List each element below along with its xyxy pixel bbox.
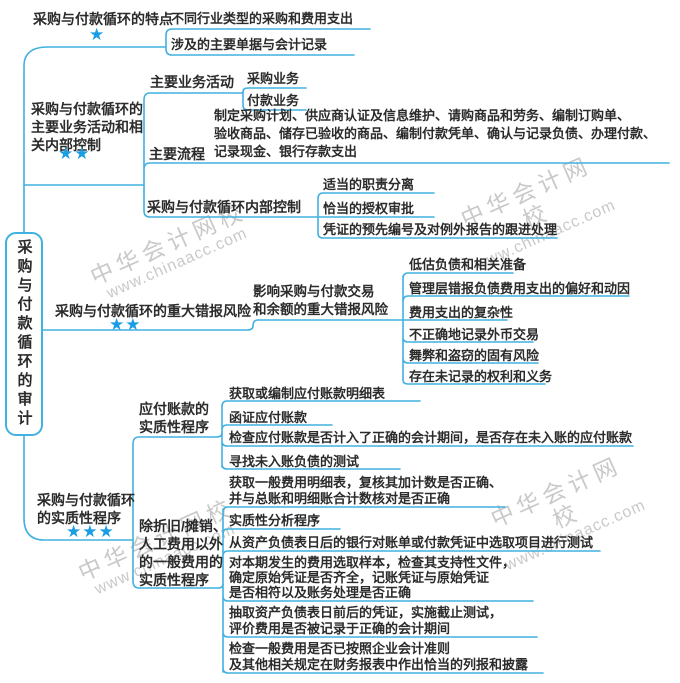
node-internal-control: 采购与付款循环内部控制 (147, 199, 301, 215)
priority-star-icon: ★★ (109, 315, 142, 334)
node-expenses-item: 及其他相关规定在财务报表中作出恰当的列报和披露 (229, 657, 529, 672)
node-expenses-line4: 实质性程序 (139, 572, 209, 588)
connector-branch3-line (39, 319, 508, 331)
node-expenses-line1: 除折旧/摊销、 (139, 518, 227, 534)
node-activities-line3: 关内部控制 (31, 137, 101, 153)
node-substantive-line2: 的实质性程序 (37, 510, 121, 526)
node-risk-item: 存在未记录的权利和义务 (409, 369, 553, 384)
node-risk-item: 管理层错报负债费用支出的偏好和动因 (409, 281, 631, 296)
node-payables-line1: 应付账款的 (139, 401, 209, 417)
connector-payables-children (221, 400, 634, 470)
priority-star-icon: ★ (89, 25, 106, 44)
node-control-item: 适当的职责分离 (323, 177, 415, 192)
connector-risk-bracket (402, 272, 630, 385)
node-risk-item: 费用支出的复杂性 (409, 305, 514, 320)
node-expenses-item: 确定原始凭证是否齐全，记账凭证与原始凭证 (229, 570, 490, 585)
node-expenses-item: 实质性分析程序 (229, 513, 321, 528)
node-risk-impact-line1: 影响采购与付款交易 (253, 284, 375, 299)
connector-branch1-children (165, 28, 371, 56)
connector-expenses-children (222, 506, 601, 674)
node-expenses-item: 并与总账和明细账合计数核对是否正确 (229, 491, 451, 506)
node-process-content-line1: 制定采购计划、供应商认证及信息维护、请购商品和劳务、编制订购单、 (214, 108, 631, 123)
node-control-item: 恰当的授权审批 (323, 201, 415, 216)
node-substantive-line1: 采购与付款循环 (37, 492, 135, 508)
node-expenses-item: 评价费用是否被记录于正确的会计期间 (229, 621, 451, 636)
node-expenses-item: 获取一般费用明细表，复核其加计数是否正确、 (229, 475, 503, 490)
connector-spine-bottom-branch4 (23, 431, 134, 541)
root-node: 采购与付款循环的审计 (5, 232, 43, 436)
node-expenses-item: 是否相符以及账务处理是否正确 (229, 585, 412, 600)
node-expenses-item: 抽取资产负债表日前后的凭证，实施截止测试， (229, 605, 503, 620)
node-features: 采购与付款循环的特点 (33, 11, 173, 27)
node-payables-item: 检查应付账款是否计入了正确的会计期间，是否存在未入账的应付账款 (229, 430, 633, 445)
node-risk-impact-line2: 和余额的重大错报风险 (253, 302, 388, 317)
node-business: 主要业务活动 (150, 74, 234, 90)
node-control-item: 凭证的预先编号及对例外报告的跟进处理 (323, 222, 558, 237)
node-activities-line2: 主要业务活动和相 (31, 119, 143, 135)
node-business-item: 付款业务 (247, 93, 300, 108)
node-process-content-line2: 验收商品、储存已验收的商品、编制付款凭单、确认与记录负债、办理付款、 (214, 126, 657, 141)
node-process-content-line3: 记录现金、银行存款支出 (214, 144, 358, 159)
node-risk-item: 低估负债和相关准备 (409, 257, 527, 272)
node-payables-line2: 实质性程序 (139, 419, 209, 435)
node-risks: 采购与付款循环的重大错报风险 (55, 303, 251, 319)
node-expenses-item: 对本期发生的费用选取样本，检查其支持性文件， (229, 555, 516, 570)
root-title: 采购与付款循环的审计 (15, 239, 33, 429)
node-payables-item: 函证应付账款 (229, 410, 308, 425)
node-payables-item: 获取或编制应付账款明细表 (229, 386, 386, 401)
node-expenses-item: 检查一般费用是否已按照企业会计准则 (229, 641, 451, 656)
connector-control-children (317, 192, 558, 239)
node-risk-item: 舞弊和盗窃的固有风险 (409, 348, 540, 363)
node-payables-item: 寻找未入账负债的测试 (229, 454, 360, 469)
priority-star-icon: ★★ (58, 144, 91, 163)
node-activities-line1: 采购与付款循环的 (31, 101, 143, 117)
node-expenses-line3: 的一般费用的 (139, 554, 223, 570)
connector-business-children (242, 87, 307, 111)
node-business-item: 采购业务 (247, 71, 300, 86)
connector-spine-top-branch1 (23, 46, 167, 234)
node-expenses-item: 从资产负债表日后的银行对账单或付款凭证中选取项目进行测试 (229, 535, 594, 550)
node-expenses-line2: 人工费用以外 (139, 536, 223, 552)
node-risk-item: 不正确地记录外币交易 (409, 327, 540, 342)
node-process: 主要流程 (149, 146, 205, 162)
node-features-item: 不同行业类型的采购和费用支出 (171, 11, 354, 26)
node-features-item: 涉及的主要单据与会计记录 (171, 37, 328, 52)
priority-star-icon: ★★★ (66, 522, 115, 541)
connector-branch2-bracket (143, 92, 670, 218)
